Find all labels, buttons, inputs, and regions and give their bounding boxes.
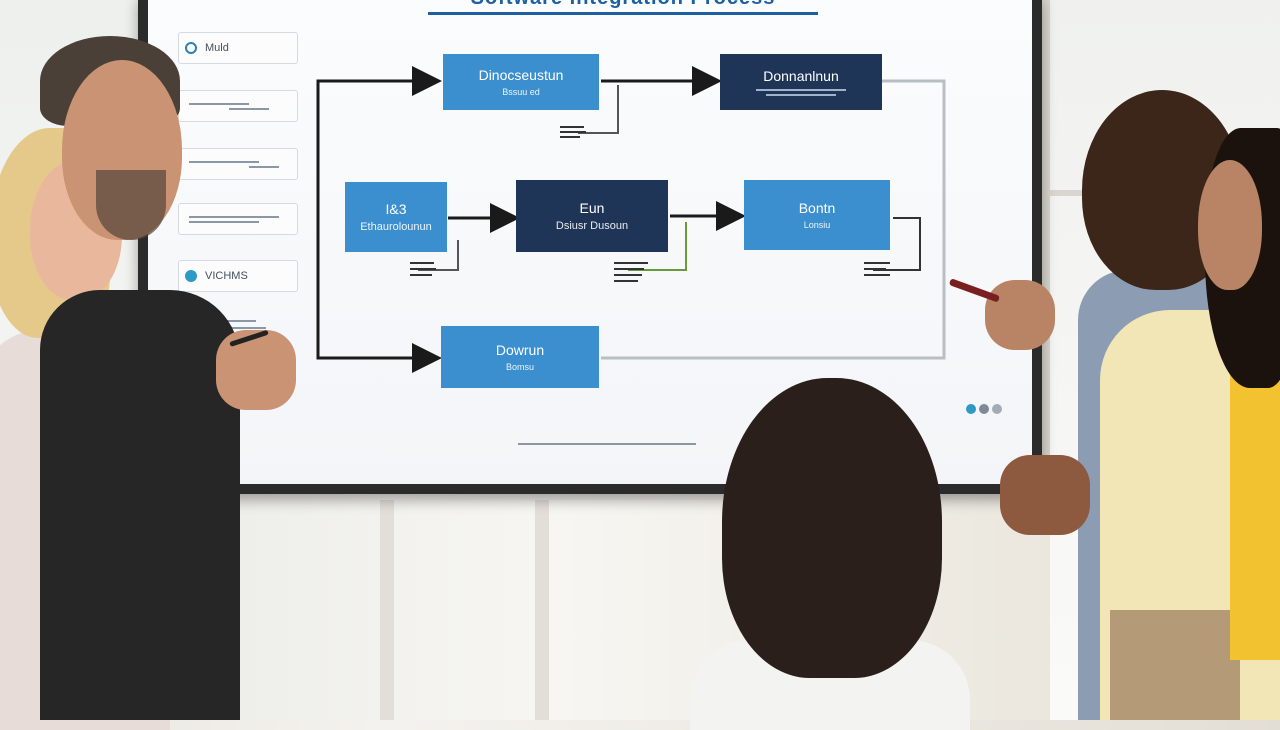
placeholder-lines: [189, 102, 269, 110]
footer-logo-icon: [966, 404, 1002, 414]
flow-box-3: I&3 Ethaurolounun: [345, 182, 447, 252]
v-badge-icon: [185, 270, 197, 282]
placeholder-line: [766, 94, 836, 96]
placeholder-lines: [189, 215, 279, 223]
flow-box-4: Eun Dsiusr Dusoun: [516, 180, 668, 252]
screen-footer-line: [518, 443, 696, 445]
flow-box-subtitle: Lonsiu: [803, 220, 831, 230]
sidebar-item-label: Muld: [205, 42, 229, 54]
placeholder-line: [756, 89, 846, 91]
flow-box-title: Eun: [579, 200, 605, 216]
connector-annotation: [614, 262, 648, 282]
flow-box-title: Dinocseustun: [478, 67, 564, 83]
flow-box-title: Donnanlnun: [763, 68, 839, 84]
flow-box-subtitle: Ethaurolounun: [360, 221, 432, 233]
sidebar-item-2: [178, 90, 298, 122]
flow-box-title: I&3: [385, 201, 407, 217]
placeholder-lines: [189, 160, 279, 168]
circle-icon: [185, 42, 197, 54]
screen-title: Software Integration Process: [428, 0, 818, 15]
flow-box-6: Dowrun Bomsu: [441, 326, 599, 388]
flow-box-title: Bontn: [798, 200, 836, 216]
connector-annotation: [410, 262, 436, 276]
sidebar-item-label: VICHMS: [205, 270, 248, 282]
flow-box-subtitle: Dsiusr Dusoun: [555, 220, 629, 232]
sidebar-item-1: Muld: [178, 32, 298, 64]
flow-box-2: Donnanlnun: [720, 54, 882, 110]
flow-connectors: [316, 66, 946, 373]
flow-box-subtitle: Bomsu: [505, 362, 534, 372]
flow-box-subtitle: Bssuu ed: [502, 87, 540, 97]
flow-box-title: Dowrun: [495, 342, 545, 358]
sidebar-item-4: [178, 203, 298, 235]
sidebar-item-5: VICHMS: [178, 260, 298, 292]
connector-annotation: [560, 126, 586, 138]
connector-annotation: [864, 262, 890, 276]
flow-box-1: Dinocseustun Bssuu ed: [443, 54, 599, 110]
flow-box-5: Bontn Lonsiu: [744, 180, 890, 250]
